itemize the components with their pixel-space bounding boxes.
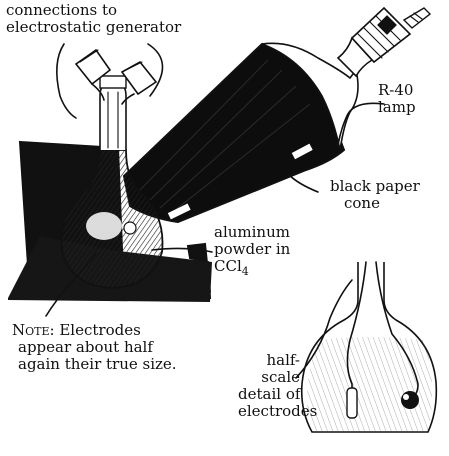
cone-tab-upper: [291, 143, 313, 160]
leader-cone: [287, 173, 319, 193]
label-powder: aluminum powder in CCl4: [214, 224, 290, 280]
detail-wire-right: [375, 261, 419, 399]
connector-cap-left: [74, 48, 112, 101]
label-powder-line1: aluminum: [214, 223, 290, 241]
label-detail-line4: electrodes: [238, 402, 318, 420]
leader-connections-left: [56, 43, 77, 119]
label-lamp: R-40 lamp: [378, 82, 416, 116]
leader-note: [45, 253, 97, 317]
label-connections: connections to electrostatic generator: [6, 2, 181, 36]
connector-cap-right: [120, 60, 158, 105]
label-powder-line2: powder in: [214, 240, 291, 258]
leader-lamp: [337, 102, 385, 147]
cone-texture: [139, 59, 311, 215]
flask-highlight: [86, 212, 122, 240]
cone-tab-lower: [167, 203, 191, 220]
detail-rod-electrode: [346, 387, 358, 419]
label-connections-line2: electrostatic generator: [6, 18, 182, 36]
label-detail-line3: detail of: [238, 385, 301, 403]
label-cone: black paper cone: [330, 178, 420, 212]
label-cone-line1: black paper: [330, 177, 420, 195]
leader-connections-right: [147, 43, 164, 97]
label-powder-line3: CCl4: [214, 258, 290, 280]
detail-ball-electrode: [401, 391, 419, 409]
flask-stopper: [99, 75, 127, 89]
label-lamp-line1: R-40: [378, 81, 414, 99]
label-note-prefix: Note:: [12, 321, 55, 339]
label-powder-formula: CCl: [214, 257, 242, 275]
label-lamp-line2: lamp: [378, 98, 416, 116]
label-note-line2: appear about half: [18, 338, 153, 356]
leader-powder: [151, 247, 213, 253]
label-connections-line1: connections to: [6, 1, 118, 19]
label-cone-line2: cone: [344, 194, 380, 212]
label-detail-line2: scale: [261, 368, 300, 386]
flask-neck: [99, 83, 127, 150]
label-note: Note: Electrodes appear about half again…: [12, 322, 177, 373]
label-detail-line1: half-: [266, 351, 301, 369]
electrode-ball: [123, 221, 137, 235]
label-note-line3: again their true size.: [18, 355, 177, 373]
detail-wire-left: [346, 261, 367, 405]
label-note-line1: Electrodes: [54, 321, 141, 339]
label-powder-formula-subscript: 4: [241, 265, 249, 278]
lamp-base: [350, 6, 432, 64]
label-detail: half- scale detail of electrodes: [238, 351, 318, 420]
detail-liquid: [307, 337, 433, 432]
electrode-detail: [295, 261, 438, 433]
leader-detail: [295, 279, 353, 379]
